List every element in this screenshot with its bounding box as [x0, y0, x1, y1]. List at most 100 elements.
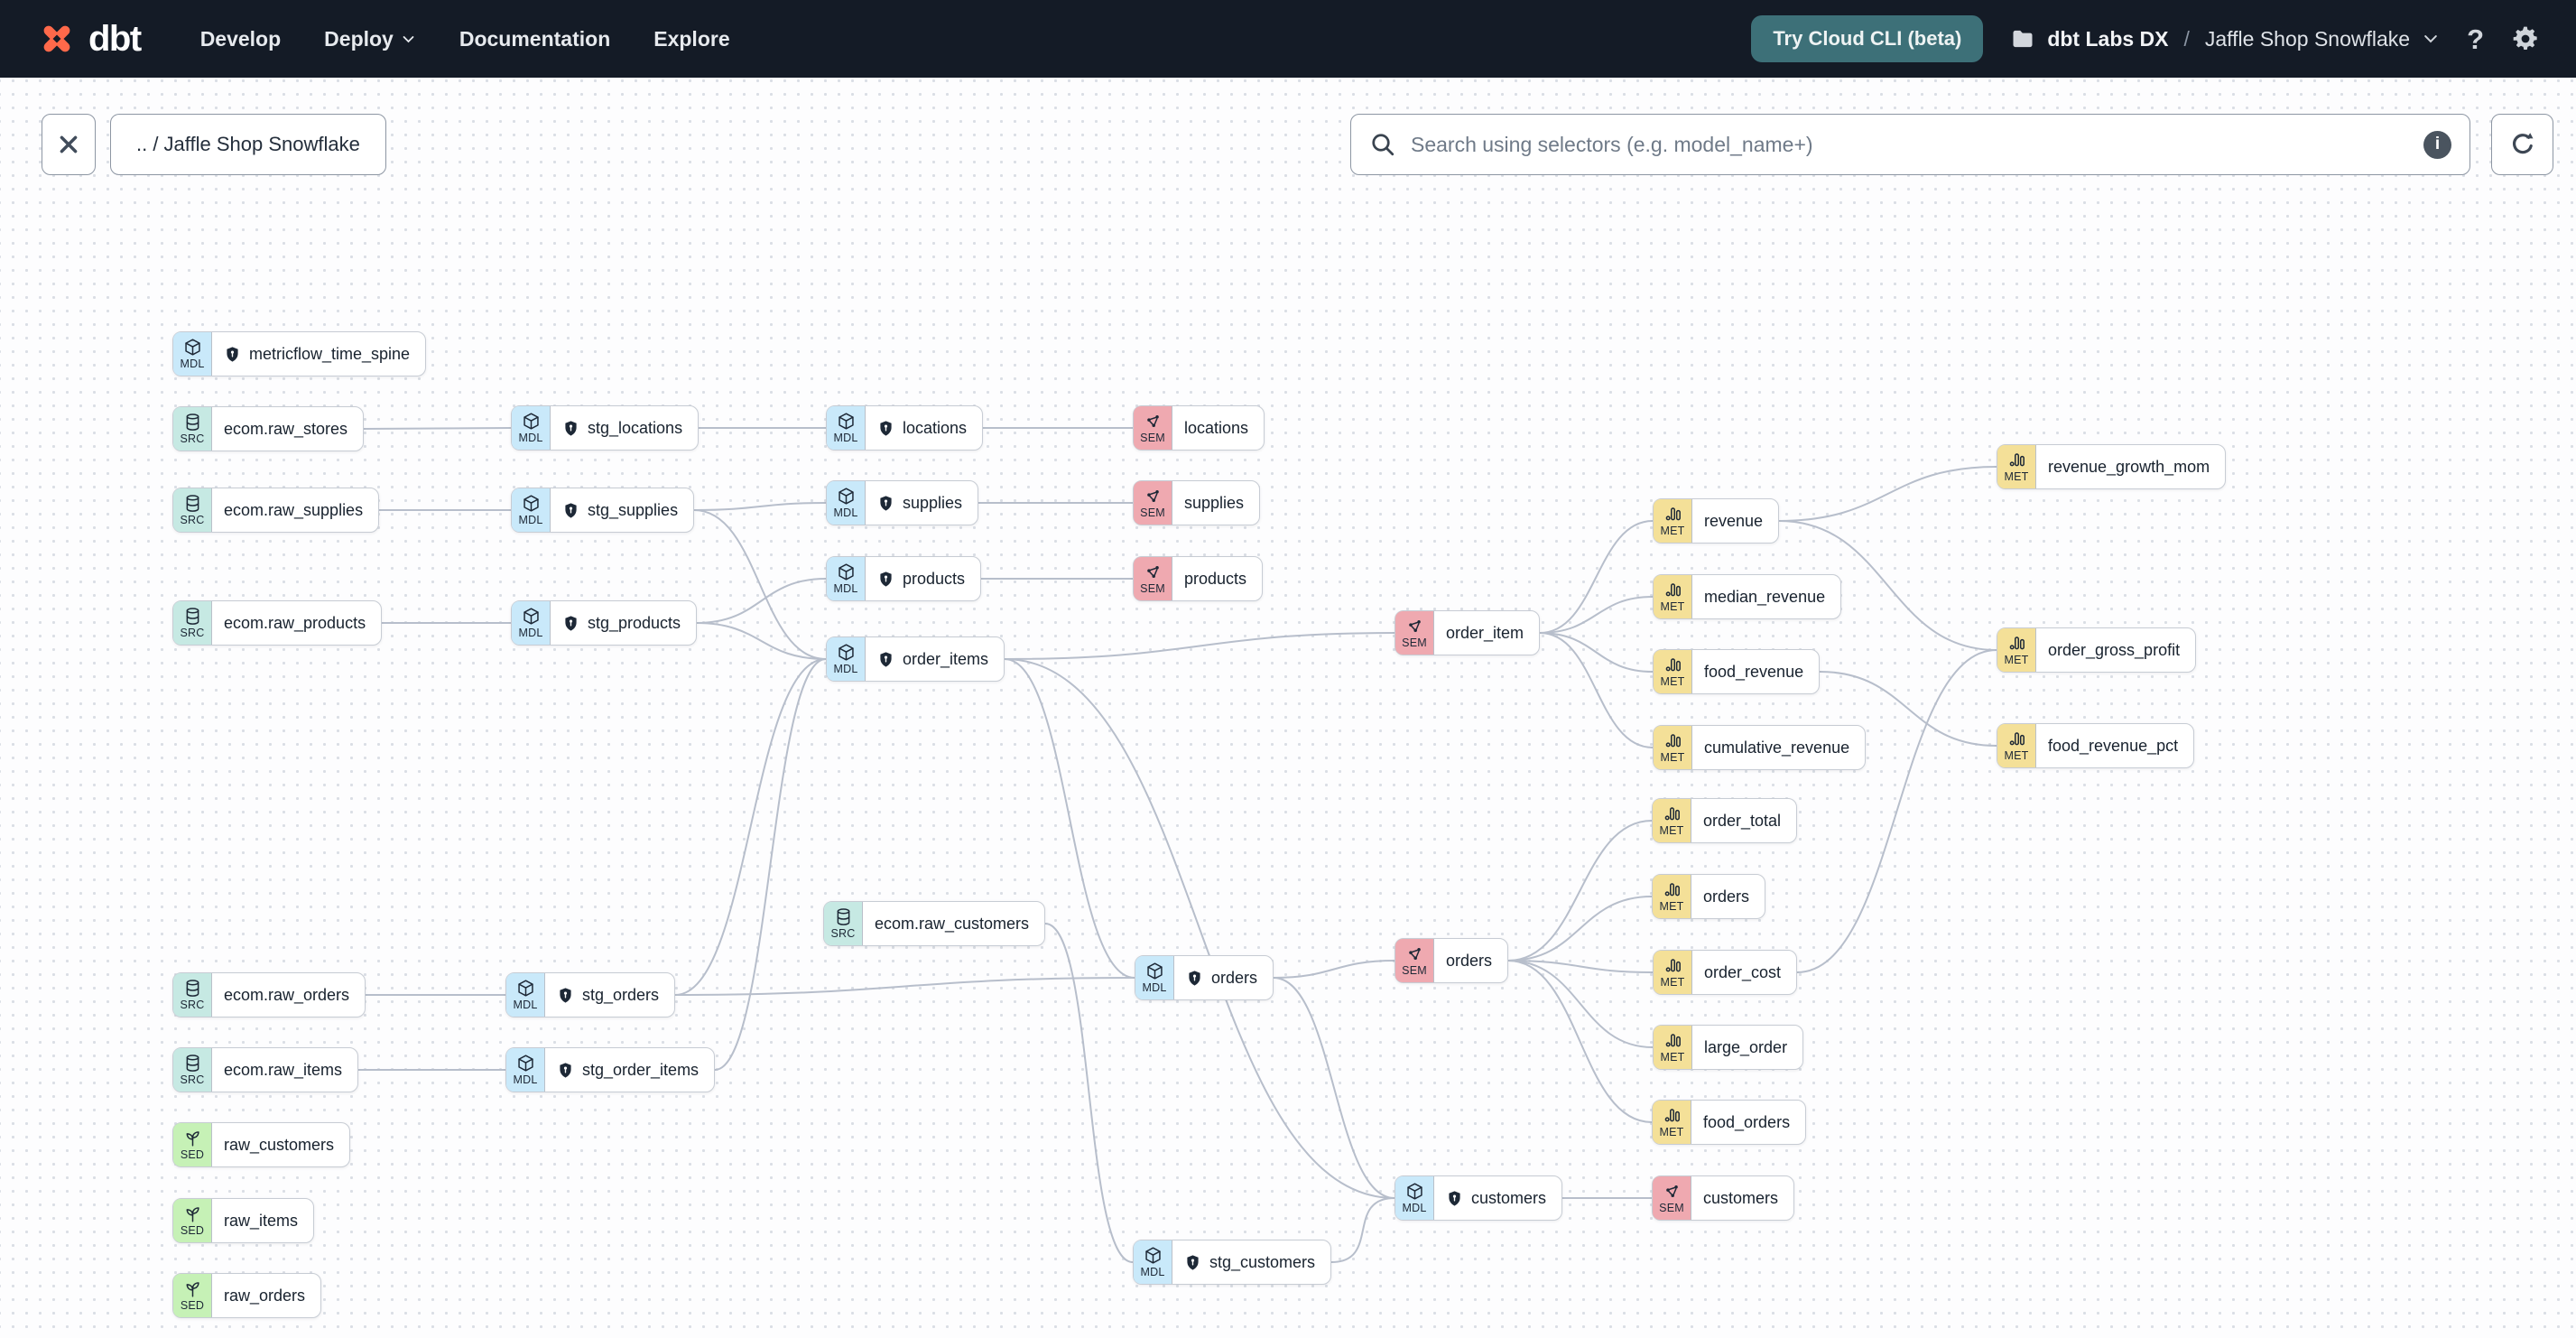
- node-type-tab: SEM: [1395, 939, 1434, 982]
- edge-orders_sem-to-order_total: [1507, 820, 1653, 962]
- node-type-label: SEM: [1140, 506, 1165, 520]
- cube-icon: [1145, 962, 1164, 980]
- node-type-label: MET: [1660, 976, 1685, 990]
- node-body: raw_customers: [212, 1123, 349, 1166]
- node-type-tab: SEM: [1653, 1176, 1691, 1220]
- nav-item-deploy[interactable]: Deploy: [324, 27, 416, 51]
- breadcrumb[interactable]: .. / Jaffle Shop Snowflake: [110, 114, 386, 175]
- close-button[interactable]: [42, 114, 96, 175]
- node-body: customers: [1434, 1176, 1561, 1220]
- node-type-tab: SRC: [173, 407, 212, 451]
- node-type-label: SED: [180, 1299, 205, 1313]
- breadcrumb-separator: /: [2183, 26, 2190, 51]
- node-body: order_cost: [1692, 951, 1796, 994]
- dbt-logo[interactable]: dbt: [36, 18, 142, 60]
- shield-check-icon: [562, 615, 579, 632]
- refresh-button[interactable]: [2491, 114, 2553, 175]
- node-body: order_item: [1434, 611, 1539, 655]
- try-cloud-cli-button[interactable]: Try Cloud CLI (beta): [1751, 15, 1984, 62]
- edge-order_items_mdl-to-order_item_sem: [1004, 632, 1395, 660]
- shield-check-icon: [562, 502, 579, 519]
- search-input[interactable]: [1409, 131, 2423, 158]
- node-label: cumulative_revenue: [1704, 738, 1850, 757]
- edge-stg_products-to-order_items_mdl: [696, 622, 827, 660]
- shield-check-icon: [1184, 1254, 1201, 1271]
- info-icon[interactable]: i: [2423, 130, 2451, 159]
- cube-icon: [516, 979, 535, 998]
- node-body: stg_orders: [545, 973, 674, 1017]
- node-type-label: SED: [180, 1224, 205, 1238]
- node-type-tab: MDL: [827, 481, 866, 525]
- node-label: order_gross_profit: [2048, 640, 2181, 659]
- node-body: ecom.raw_products: [212, 601, 381, 645]
- graph-node-order_gross_profit[interactable]: MET order_gross_profit: [1997, 627, 2197, 673]
- database-icon: [834, 907, 853, 926]
- gear-icon[interactable]: [2511, 24, 2540, 53]
- node-type-label: MET: [2004, 470, 2029, 484]
- search-icon: [1369, 131, 1396, 158]
- node-body: large_order: [1692, 1026, 1802, 1069]
- node-label: supplies: [1184, 493, 1245, 512]
- graph-node-order_cost[interactable]: MET order_cost: [1653, 950, 1798, 995]
- node-type-tab: MET: [1997, 628, 2036, 672]
- shield-check-icon: [557, 1062, 574, 1079]
- database-icon: [183, 413, 202, 432]
- graph-node-supplies_sem[interactable]: SEM supplies: [1133, 480, 1261, 525]
- nav-item-label: Deploy: [324, 26, 394, 51]
- cube-icon: [522, 412, 541, 431]
- graph-node-supplies_mdl[interactable]: MDL supplies: [826, 480, 979, 525]
- node-body: order_gross_profit: [2036, 628, 2195, 672]
- node-label: ecom.raw_orders: [224, 985, 350, 1004]
- node-label: supplies: [903, 493, 963, 512]
- nav-item-documentation[interactable]: Documentation: [459, 27, 610, 51]
- edge-orders_sem-to-orders_met: [1507, 896, 1653, 962]
- cube-icon: [522, 607, 541, 626]
- nav-item-develop[interactable]: Develop: [200, 27, 281, 51]
- help-icon[interactable]: ?: [2467, 23, 2484, 55]
- project-switcher[interactable]: dbt Labs DX / Jaffle Shop Snowflake: [2010, 26, 2440, 51]
- seed-icon: [183, 1129, 202, 1148]
- shield-check-icon: [877, 651, 894, 668]
- node-type-label: MET: [1659, 824, 1684, 838]
- nav-item-explore[interactable]: Explore: [653, 27, 729, 51]
- node-type-tab: MET: [1654, 1026, 1692, 1069]
- semantic-model-icon: [1144, 412, 1163, 431]
